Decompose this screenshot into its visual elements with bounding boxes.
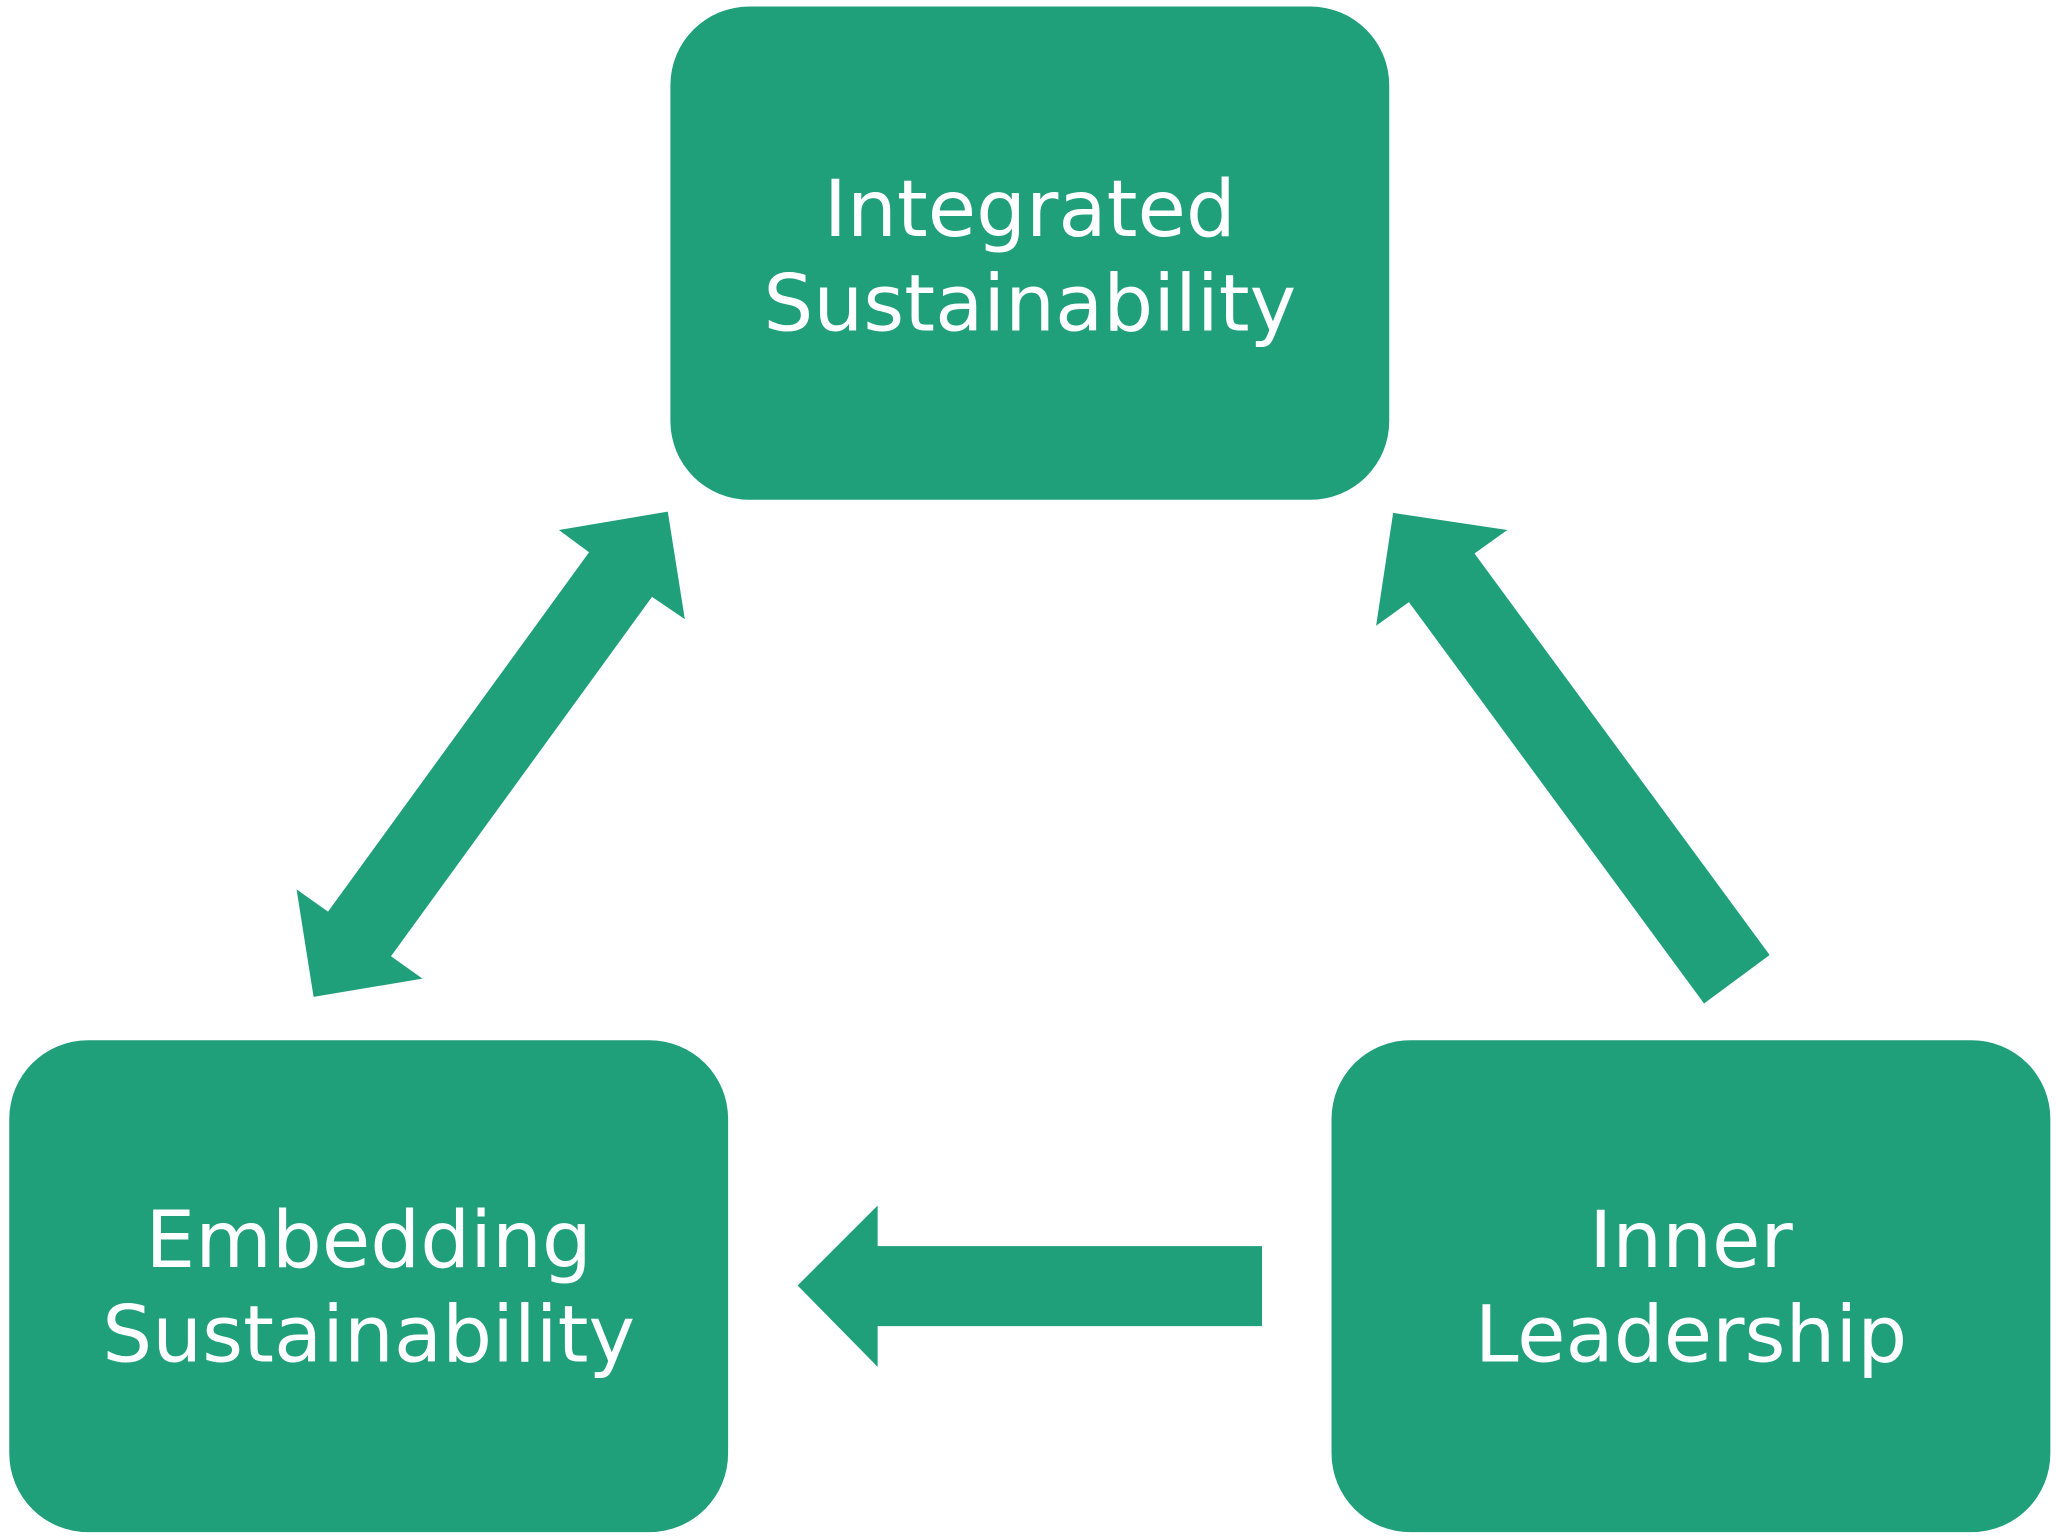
node-box	[1331, 1040, 2051, 1533]
node-label-line2: Sustainability	[102, 1289, 635, 1381]
arrow-up-left-icon	[1376, 512, 1770, 1004]
node-inner-leadership: Inner Leadership	[1331, 1040, 2051, 1533]
node-embedding-sustainability: Embedding Sustainability	[9, 1040, 729, 1533]
arrow-left-icon	[797, 1205, 1262, 1367]
node-label-line2: Leadership	[1475, 1289, 1907, 1381]
node-integrated-sustainability: Integrated Sustainability	[670, 6, 1390, 500]
node-box	[9, 1040, 729, 1533]
node-label-line2: Sustainability	[763, 258, 1296, 350]
node-label-line1: Integrated	[824, 163, 1236, 255]
node-label-line1: Embedding	[146, 1194, 592, 1286]
node-label-line1: Inner	[1589, 1194, 1793, 1286]
bidirectional-arrow-icon	[296, 511, 685, 997]
node-box	[670, 6, 1390, 500]
